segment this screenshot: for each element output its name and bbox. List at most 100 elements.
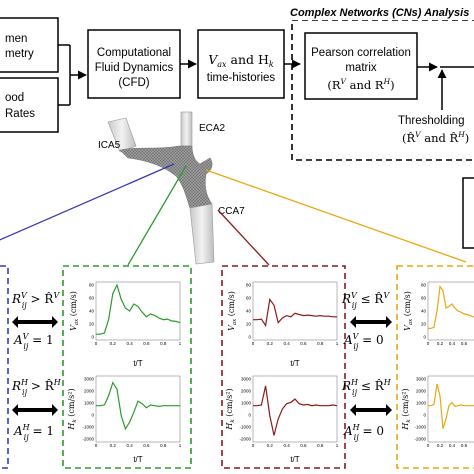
xtick-orange_h-3: 0.6 [461, 443, 468, 448]
ytick-green_h-1: 2000 [84, 389, 95, 394]
panel-green [62, 265, 192, 469]
xtick-orange_v-3: 0.6 [461, 341, 468, 346]
input-flow-rates-box: ood Rates [0, 77, 59, 133]
xtick-green_h-4: 0.8 [160, 443, 167, 448]
ytick-green_v-2: 40 [89, 309, 95, 314]
curve-red_v [253, 297, 337, 328]
ytick-green_v-1: 60 [89, 296, 95, 301]
time-histories-box: Vax and Hk time-histories [197, 29, 285, 99]
ytick-red_h-4: -1000 [239, 425, 251, 430]
input-geometry-box: men metry [0, 17, 59, 73]
cfd-line2: Fluid Dynamics [95, 62, 174, 74]
partial-right-box [462, 177, 474, 249]
ytick-red_v-4: 0 [248, 335, 251, 340]
xtick-red_v-0: 0 [252, 341, 255, 346]
plot-frame-red_v [252, 281, 338, 341]
ytick-orange_h-4: -1000 [414, 425, 426, 430]
ytick-orange_h-0: 3000 [416, 377, 427, 382]
xtick-orange_v-1: 0.2 [437, 341, 444, 346]
cn-title: Complex Networks (CNs) Analysis [290, 7, 469, 19]
pearson-line1: Pearson correlation [311, 47, 411, 59]
plot-frame-orange_h [427, 375, 474, 443]
ytick-green_h-5: -2000 [82, 437, 94, 442]
ytick-orange_v-1: 60 [421, 296, 427, 301]
ytick-red_h-0: 3000 [241, 377, 252, 382]
cn-analysis-region: Complex Networks (CNs) Analysis [288, 5, 474, 161]
double-arrow-green-h [12, 404, 58, 416]
xtick-green_v-4: 0.8 [160, 341, 167, 346]
panel-red [221, 265, 346, 469]
plot-frame-green_v [95, 281, 181, 341]
pearson-symbols: (RV and RH) [327, 77, 394, 92]
xlabel-red-h: t/T [290, 455, 299, 464]
xtick-red_v-3: 0.6 [300, 341, 307, 346]
connector-red [217, 209, 270, 266]
xtick-red_h-5: 1 [336, 443, 339, 448]
curve-orange_v [428, 285, 474, 329]
ytick-green_h-4: -1000 [82, 425, 94, 430]
plot-frame-green_h [95, 375, 181, 443]
ytick-orange_v-4: 0 [423, 335, 426, 340]
xtick-green_v-3: 0.6 [143, 341, 150, 346]
input-flow-line2: Rates [5, 108, 35, 120]
ytick-green_v-0: 80 [89, 283, 95, 288]
xlabel-green-v: t/T [133, 359, 142, 368]
cfd-line3: (CFD) [118, 77, 149, 89]
plot-frame-orange_v [427, 281, 474, 341]
xtick-orange_v-0: 0 [427, 341, 430, 346]
xtick-green_h-2: 0.4 [126, 443, 133, 448]
label-ica5: ICA5 [98, 140, 121, 151]
carotid-vessel-model: ECA2 ICA5 CCA7 [98, 111, 245, 265]
panel-orange [396, 265, 474, 469]
cfd-box: Computational Fluid Dynamics (CFD) [87, 29, 181, 99]
xtick-red_v-2: 0.4 [283, 341, 290, 346]
ytick-green_h-2: 1000 [84, 401, 95, 406]
ytick-red_h-5: -2000 [239, 437, 251, 442]
cfd-line1: Computational [97, 47, 171, 59]
ytick-green_v-4: 0 [91, 335, 94, 340]
xtick-green_h-1: 0.2 [110, 443, 117, 448]
connector-blue [0, 163, 175, 241]
xtick-red_h-0: 0 [252, 443, 255, 448]
timehist-symbols: Vax and Hk [208, 52, 274, 69]
panel-blue [0, 265, 9, 469]
input-connector [58, 44, 87, 106]
ytick-orange_h-5: -2000 [414, 437, 426, 442]
curve-green_v [96, 283, 181, 335]
ylabel-green-v: Vax (cm/s) [69, 291, 80, 331]
xtick-red_v-4: 0.8 [317, 341, 324, 346]
xtick-green_h-0: 0 [95, 443, 98, 448]
ytick-orange_h-1: 2000 [416, 389, 427, 394]
curve-orange_h [428, 383, 474, 429]
xtick-red_h-1: 0.2 [267, 443, 274, 448]
ytick-red_h-2: 1000 [241, 401, 252, 406]
thresholding-symbols: (R̂V and R̂H) [402, 130, 469, 145]
plot-frame-red_h [252, 375, 338, 443]
xtick-orange_h-1: 0.2 [437, 443, 444, 448]
ytick-red_h-3: 0 [248, 413, 251, 418]
thresholding-label: Thresholding [398, 115, 464, 127]
xtick-orange_h-2: 0.4 [449, 443, 456, 448]
ytick-orange_h-3: 0 [423, 413, 426, 418]
xtick-green_v-2: 0.4 [126, 341, 133, 346]
ytick-red_v-2: 40 [246, 309, 252, 314]
ytick-orange_h-2: 1000 [416, 401, 427, 406]
ylabel-red-h: Hk (cm/s²) [225, 388, 236, 430]
ytick-red_v-3: 20 [246, 322, 252, 327]
ytick-green_h-3: 0 [91, 413, 94, 418]
xtick-red_v-1: 0.2 [267, 341, 274, 346]
xtick-red_h-4: 0.8 [317, 443, 324, 448]
timehist-caption: time-histories [207, 72, 276, 84]
xtick-green_v-5: 1 [179, 341, 182, 346]
xtick-green_v-0: 0 [95, 341, 98, 346]
